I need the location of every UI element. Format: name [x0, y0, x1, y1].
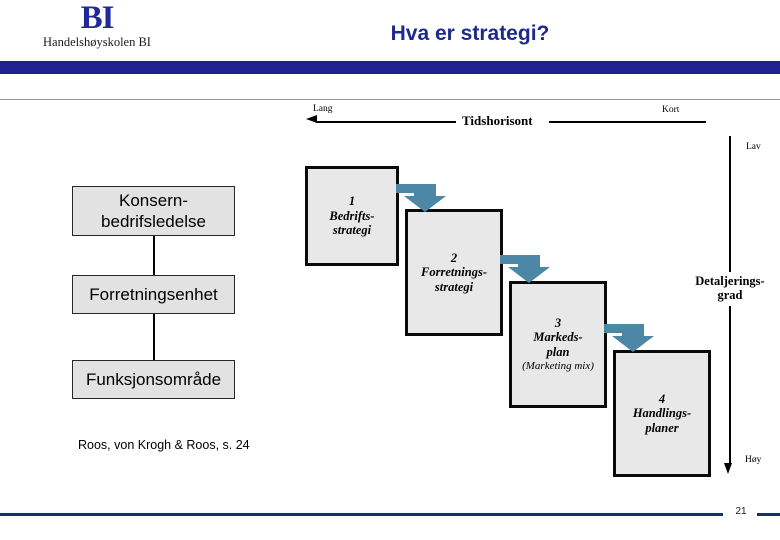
detail-axis-top-end-label: Lav — [746, 142, 761, 152]
hierarchy-connector-2 — [153, 314, 155, 360]
cascade-box-bedriftsstrategi: 1 Bedrifts- strategi — [305, 166, 399, 266]
cascade-box-4-number: 4 — [658, 391, 666, 406]
time-axis-right-end-label: Kort — [662, 105, 680, 115]
cascade-box-2-line1: Forretnings- — [421, 265, 487, 280]
cascade-box-1-number: 1 — [348, 194, 356, 209]
cascade-box-forretningsstrategi: 2 Forretnings- strategi — [405, 209, 503, 336]
cascade-box-4-line1: Handlings- — [632, 406, 692, 421]
cascade-box-1-line1: Bedrifts- — [329, 208, 375, 223]
cascade-box-3-line2: plan — [546, 344, 570, 359]
detail-axis-bottom-end-label: Høy — [745, 455, 762, 465]
bent-arrow-icon-2 — [500, 255, 550, 283]
bent-arrow-icon-3 — [604, 324, 654, 352]
cascade-box-3-number: 3 — [554, 315, 562, 330]
footer-line-right — [757, 513, 780, 516]
time-axis-left-end-label: Lang — [313, 104, 333, 114]
detail-axis-label-line2: grad — [717, 288, 743, 302]
hierarchy-box-functional-area-label: Funksjonsområde — [85, 370, 222, 389]
page-number: 21 — [735, 506, 747, 517]
detail-axis-upper-line — [729, 136, 731, 272]
header-divider-line — [0, 99, 780, 100]
cascade-box-4-line2: planer — [645, 420, 679, 435]
hierarchy-box-business-unit-label: Forretningsenhet — [89, 285, 218, 304]
time-axis-left-line — [316, 121, 456, 123]
source-citation: Roos, von Krogh & Roos, s. 24 — [78, 438, 250, 452]
hierarchy-connector-1 — [153, 236, 155, 275]
logo-name: Handelshøyskolen BI — [43, 35, 151, 49]
hierarchy-box-corporate: Konsern- bedrifsledelse — [72, 186, 235, 236]
detail-axis-label-line1: Detaljerings- — [695, 274, 765, 288]
time-axis-left-arrowhead — [306, 115, 317, 123]
time-axis-right-line — [549, 121, 706, 123]
hierarchy-box-corporate-line1: Konsern- — [119, 191, 188, 210]
hierarchy-box-corporate-line2: bedrifsledelse — [101, 212, 206, 231]
time-axis-label: Tidshorisont — [462, 113, 533, 128]
cascade-box-1-line2: strategi — [332, 223, 372, 238]
detail-axis-label: Detaljerings- grad — [680, 274, 780, 302]
cascade-box-3-sublabel: (Marketing mix) — [522, 360, 594, 372]
cascade-box-markedsplan: 3 Markeds- plan (Marketing mix) — [509, 281, 607, 408]
bent-arrow-icon-1 — [396, 184, 446, 212]
hierarchy-box-functional-area: Funksjonsområde — [72, 360, 235, 399]
cascade-box-2-number: 2 — [450, 250, 458, 265]
hierarchy-box-business-unit: Forretningsenhet — [72, 275, 235, 314]
logo-mark: BI — [80, 0, 115, 36]
bi-logo: BI Handelshøyskolen BI — [22, 0, 172, 50]
detail-axis-arrowhead — [724, 463, 732, 474]
header-blue-bar — [0, 61, 780, 74]
cascade-box-handlingsplaner: 4 Handlings- planer — [613, 350, 711, 477]
page-title: Hva er strategi? — [390, 22, 550, 45]
detail-axis-lower-line — [729, 306, 731, 464]
cascade-box-3-line1: Markeds- — [533, 330, 583, 344]
footer-line-left — [0, 513, 723, 516]
cascade-box-2-line2: strategi — [434, 279, 474, 294]
